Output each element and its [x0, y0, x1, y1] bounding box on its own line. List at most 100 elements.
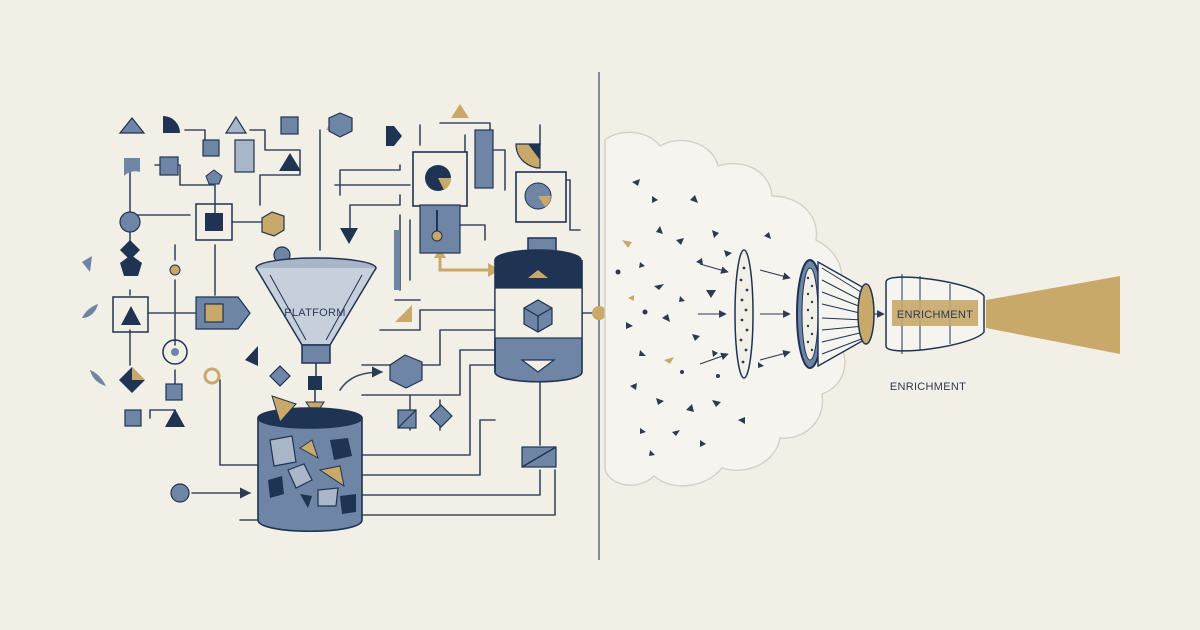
- square-shape-4: [165, 383, 183, 401]
- quarter-circle-shape: [163, 116, 180, 133]
- particle: [686, 404, 694, 412]
- cube-shape-2: [389, 354, 423, 389]
- particle: [712, 400, 721, 407]
- bucket-shape-7: [317, 487, 339, 507]
- triangle-shape: [118, 117, 146, 134]
- leaf-shape-1: [82, 256, 92, 272]
- bucket-shape-3: [330, 438, 352, 460]
- particle: [712, 230, 719, 238]
- gold-dot: [169, 264, 181, 276]
- funnel-drop-square: [308, 376, 322, 390]
- diamond-shape-3: [429, 404, 453, 428]
- battery-bottom-triangle: [520, 359, 556, 373]
- triangle-shape-5: [165, 409, 185, 427]
- framed-square-inner: [205, 213, 223, 231]
- ribbed-connector: [817, 260, 875, 368]
- hexagon-shape: [328, 112, 353, 138]
- particle: [630, 383, 637, 390]
- funnel-label: PLATFORM: [284, 307, 345, 319]
- machine-block-tall: [474, 129, 494, 189]
- funnel-inner-lines: [269, 274, 363, 341]
- circle-node: [119, 211, 141, 233]
- particle: [676, 238, 684, 245]
- curved-shape: [124, 158, 140, 176]
- battery-gold-triangle: [528, 270, 548, 278]
- leaf-shape-2: [82, 304, 98, 318]
- bucket-shape-1: [269, 435, 297, 467]
- scattered-shapes: [82, 104, 557, 503]
- square-shape-3: [202, 139, 220, 157]
- bucket-shape-9: [300, 494, 312, 508]
- enrichment-cone: ENRICHMENT: [885, 274, 985, 354]
- battery-cube-top: [523, 307, 553, 332]
- funnel-spout: [301, 344, 331, 364]
- bucket-body: [257, 418, 363, 533]
- particle: [656, 226, 663, 234]
- bucket-top: [257, 407, 363, 429]
- split-diamond-gold: [132, 367, 145, 380]
- triangle-down-navy: [340, 228, 358, 244]
- cone-label: ENRICHMENT: [897, 309, 973, 321]
- data-bucket: [257, 395, 363, 533]
- square-shape-2: [159, 156, 179, 176]
- particle-dot: [680, 370, 684, 374]
- bucket-shape-4: [287, 463, 313, 489]
- square-shape: [280, 116, 299, 135]
- particle-dot: [716, 374, 720, 378]
- pentagon-shape: [205, 169, 223, 185]
- particle: [724, 250, 732, 257]
- cube-shape: [261, 211, 285, 237]
- particle: [696, 258, 703, 265]
- machine-rod-gold: [431, 230, 443, 242]
- particle: [692, 334, 700, 341]
- particle: [662, 314, 670, 322]
- particle: [652, 196, 658, 203]
- square-shape-5: [124, 409, 142, 427]
- particle: [654, 284, 664, 290]
- particle: [690, 195, 698, 203]
- navy-corner-top: [528, 144, 540, 160]
- rectangle-shape: [234, 139, 255, 173]
- particle-dot: [615, 269, 621, 275]
- tag-gold-square: [204, 303, 224, 323]
- bucket-shape-6: [268, 476, 284, 498]
- particle: [738, 417, 745, 424]
- particle: [679, 296, 685, 302]
- particle: [700, 440, 706, 447]
- leaf-shape-3: [90, 370, 106, 386]
- triangle-shape-4: [245, 346, 258, 366]
- diamond-shape: [120, 240, 140, 260]
- gold-triangle-mid: [395, 305, 412, 322]
- ring-node-center: [171, 348, 179, 356]
- gold-arrow-head: [488, 263, 500, 277]
- particle: [764, 232, 771, 239]
- battery-cylinder: [494, 237, 583, 383]
- particle: [664, 357, 674, 364]
- particle: [672, 430, 680, 436]
- framed-square-shape: [195, 203, 233, 241]
- gold-triangle-top: [451, 104, 469, 118]
- bucket-shape-gold-top: [271, 395, 297, 423]
- divider-gold-node: [592, 306, 606, 320]
- particle: [712, 350, 718, 357]
- pentagon-shape-2: [120, 255, 142, 276]
- particle: [628, 295, 634, 301]
- filter-lens-1: [734, 249, 754, 379]
- bucket-shape-2: [299, 439, 319, 460]
- triangle-shape-3: [279, 153, 301, 171]
- machine-block: [419, 204, 461, 254]
- particle: [656, 398, 664, 405]
- particle: [626, 322, 633, 329]
- particle: [706, 290, 716, 298]
- particle: [649, 450, 655, 456]
- diamond-shape-2: [269, 365, 291, 387]
- particle: [639, 262, 645, 268]
- circle-node-bottom: [170, 483, 190, 503]
- framed-triangle-box: [112, 296, 149, 333]
- particle: [758, 362, 764, 368]
- platform-funnel: PLATFORM: [255, 257, 377, 417]
- bucket-shape-5: [318, 465, 345, 488]
- processing-machinery: [394, 129, 567, 290]
- particle-dot: [642, 309, 648, 315]
